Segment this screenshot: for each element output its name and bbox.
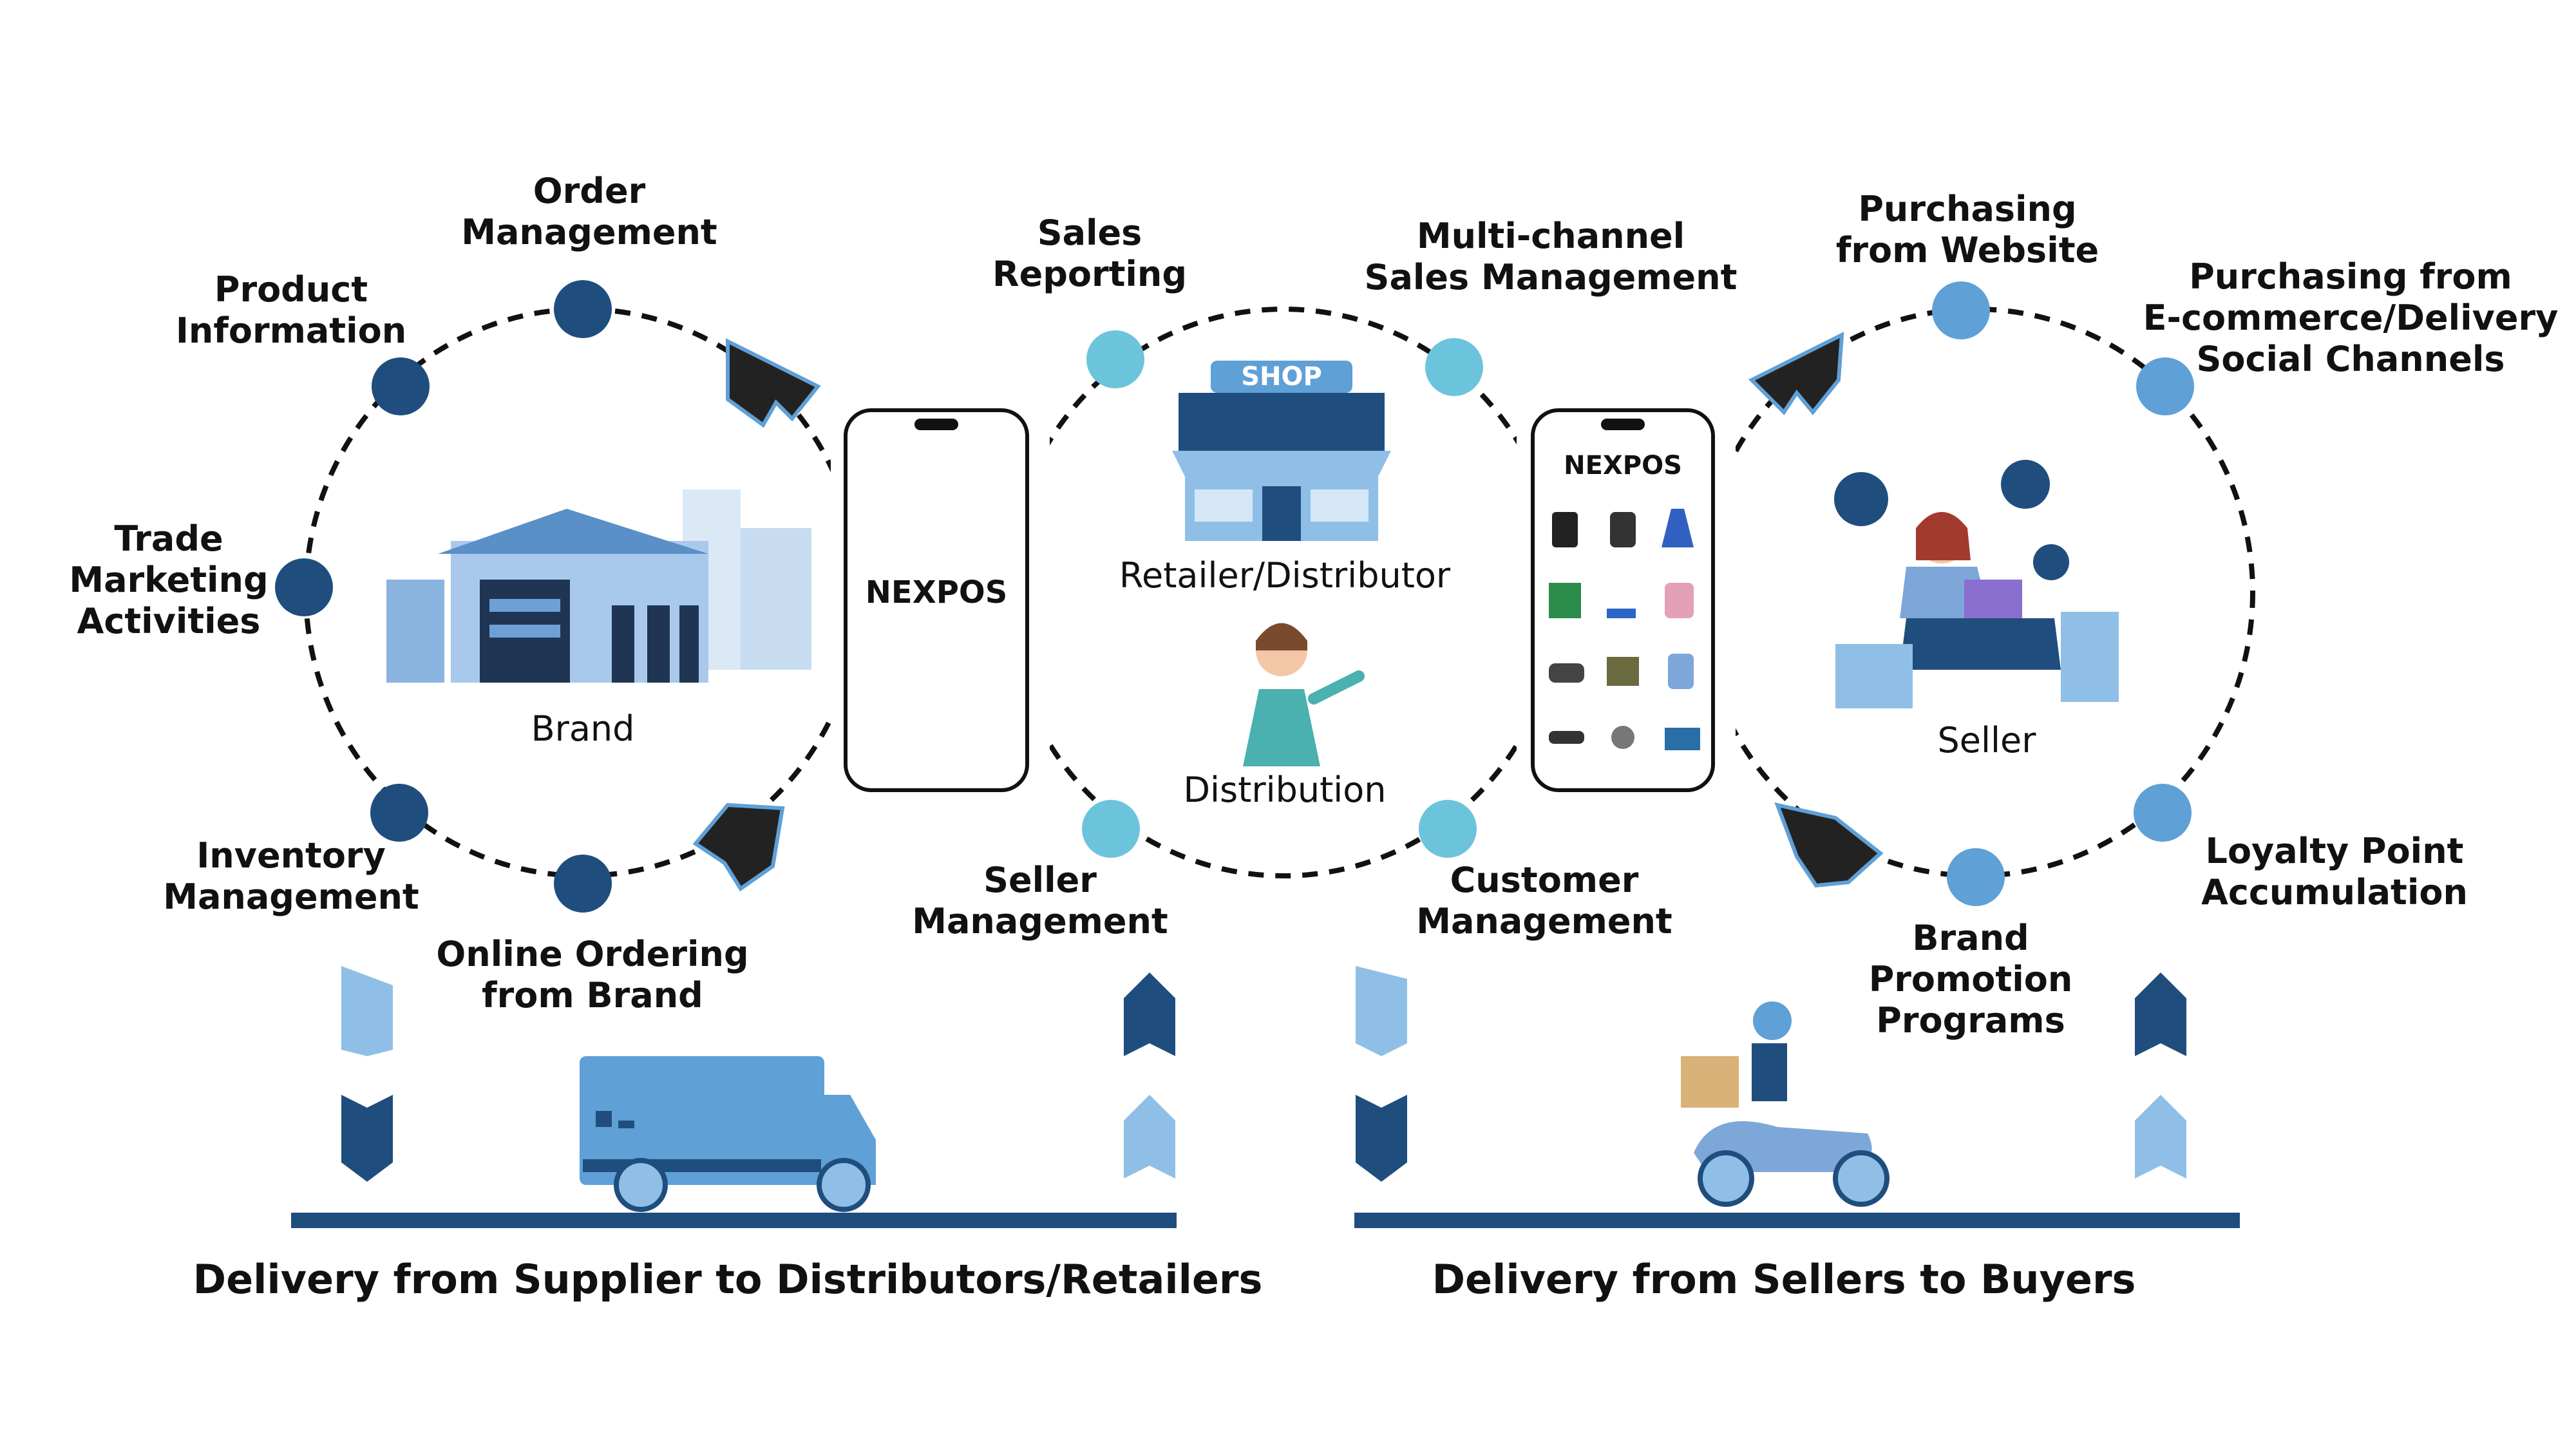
label-retailer-distributor: Retailer/Distributor: [1119, 555, 1451, 596]
label-seller: Seller: [1937, 720, 2036, 761]
product-grid: [1549, 509, 1700, 750]
delivery-truck-illustration: [580, 1056, 876, 1212]
node-order-management: [554, 280, 612, 338]
phone-left: [844, 408, 1029, 792]
node-seller-management: [1082, 800, 1140, 858]
chevrons-right-up: [2135, 972, 2186, 1179]
shop-illustration: [1172, 361, 1391, 541]
node-trade-marketing: [275, 558, 333, 616]
baseline-left: [291, 1213, 1177, 1228]
node-multi-channel: [1425, 338, 1483, 396]
node-customer-management: [1419, 800, 1477, 858]
seller-illustration: [1834, 460, 2119, 708]
chevrons-left-down: [341, 966, 393, 1182]
node-product-information: [372, 357, 430, 415]
node-purchasing-website: [1932, 281, 1990, 339]
bottom-title-right: Delivery from Sellers to Buyers: [1432, 1256, 2136, 1303]
dollar-icon: [2033, 544, 2069, 580]
chevrons-left-up: [1124, 972, 1175, 1179]
chevrons-right-down: [1356, 966, 1407, 1182]
node-purchasing-ecommerce: [2136, 357, 2194, 415]
node-online-ordering: [554, 855, 612, 913]
phone-left-brand: NEXPOS: [865, 574, 1008, 611]
ring-arrow-left-bottom: [692, 802, 785, 892]
bottom-title-left: Delivery from Supplier to Distributors/R…: [193, 1256, 1263, 1303]
node-loyalty-point: [2134, 784, 2192, 842]
warehouse-illustration: [386, 489, 811, 683]
ring-arrow-right-top: [1748, 331, 1844, 415]
percent-icon: [2001, 460, 2050, 509]
distribution-person-illustration: [1243, 623, 1365, 766]
label-brand: Brand: [531, 708, 635, 749]
node-sales-reporting: [1086, 330, 1144, 388]
label-distribution: Distribution: [1183, 770, 1387, 810]
ring-arrow-right-bottom: [1774, 802, 1884, 888]
scooter-delivery-illustration: [1681, 1001, 1889, 1207]
shopping-cart-icon: [1834, 472, 1888, 526]
node-inventory-management: [370, 784, 428, 842]
phone-right-brand: NEXPOS: [1564, 451, 1682, 480]
shop-sign-text: SHOP: [1241, 362, 1322, 392]
ring-arrow-left-top: [726, 338, 821, 428]
phone-right: [1531, 408, 1715, 792]
node-brand-promotion: [1947, 848, 2005, 906]
baseline-right: [1354, 1213, 2240, 1228]
